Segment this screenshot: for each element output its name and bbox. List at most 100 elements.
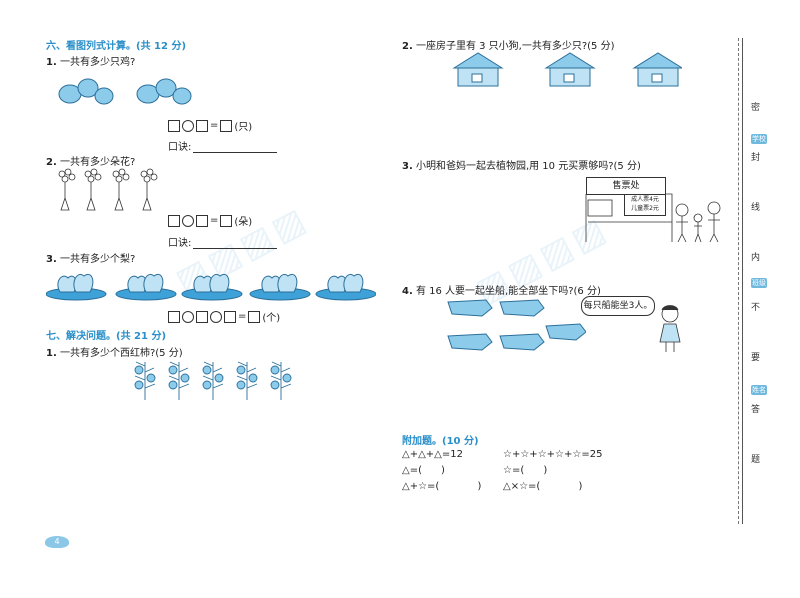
flowers-illustration <box>58 168 158 211</box>
adult-ticket-price: 成人票4元 <box>631 196 659 203</box>
right-question-4-text: 有 16 人要一起坐船,能全部坐下吗?(6 分) <box>415 286 601 297</box>
answer-box[interactable] <box>248 310 261 323</box>
pear-plate-icon <box>115 274 177 301</box>
question-1-number: 1. <box>46 57 57 68</box>
operator-circle[interactable] <box>182 119 194 132</box>
pear-plate-icon <box>315 274 376 301</box>
child-ticket-price: 儿童票2元 <box>631 205 659 212</box>
seal-char: 答 <box>751 405 761 415</box>
question-3: 3. 一共有多少个梨? <box>46 250 135 265</box>
section-6-title: 六、看图列式计算。(共 12 分) <box>46 41 187 52</box>
answer-box[interactable] <box>224 310 236 323</box>
vase-flower-icon <box>58 168 76 211</box>
answer-box[interactable] <box>196 310 208 323</box>
q3-equation: = (个) <box>168 309 280 324</box>
seal-char: 线 <box>751 203 761 213</box>
answer-box[interactable] <box>196 214 208 227</box>
pear-plate-icon <box>249 274 311 301</box>
page-number: 4 <box>45 536 69 548</box>
chicken-icon <box>155 78 177 98</box>
chicken-group-2 <box>136 78 192 105</box>
boat-icon <box>447 333 493 351</box>
bonus-line-2a[interactable]: △=( ) <box>402 465 445 476</box>
boat-icon <box>545 323 586 341</box>
pears-illustration <box>46 274 376 301</box>
question-2-text: 一共有多少朵花? <box>59 157 136 168</box>
q3-unit: (个) <box>262 313 281 324</box>
house-icon <box>452 52 504 87</box>
tomato-plants-illustration <box>134 361 292 400</box>
koujue-line[interactable] <box>193 238 278 249</box>
seal-char: 要 <box>751 353 761 363</box>
seal-char: 密 <box>751 103 761 113</box>
right-question-2-text: 一座房子里有 3 只小狗,一共有多少只?(5 分) <box>415 41 615 52</box>
right-question-3-number: 3. <box>402 161 413 172</box>
speech-bubble: 每只船能坐3人。 <box>581 296 655 316</box>
chicken-icon <box>94 87 114 105</box>
answer-box[interactable] <box>168 119 180 132</box>
answer-box[interactable] <box>220 119 233 132</box>
right-question-4-number: 4. <box>402 286 413 297</box>
chicken-group-1 <box>58 78 114 105</box>
boat-icon <box>499 299 545 317</box>
question-2-number: 2. <box>46 157 57 168</box>
equals-sign: = <box>210 215 219 226</box>
ticket-office-sign: 售票处 <box>586 177 666 195</box>
tomato-plant-icon <box>270 361 292 400</box>
answer-box[interactable] <box>168 310 180 323</box>
pear-plate-icon <box>181 274 243 301</box>
right-question-3: 3. 小明和爸妈一起去植物园,用 10 元买票够吗?(5 分) <box>402 157 641 172</box>
s7-question-1-number: 1. <box>46 348 57 359</box>
bonus-line-2b[interactable]: ☆=( ) <box>503 465 548 476</box>
seal-label-school: 学校 <box>751 134 767 144</box>
tomato-plant-icon <box>168 361 190 400</box>
boat-icon <box>499 333 545 351</box>
right-question-3-text: 小明和爸妈一起去植物园,用 10 元买票够吗?(5 分) <box>415 161 641 172</box>
girl-figure-icon <box>659 305 681 352</box>
boats-illustration <box>447 299 586 351</box>
seal-char: 不 <box>751 303 761 313</box>
tomato-plant-icon <box>236 361 258 400</box>
question-1-text: 一共有多少只鸡? <box>59 57 136 68</box>
family-figures-icon <box>675 201 721 243</box>
q1-koujue: 口诀: <box>168 138 278 153</box>
vase-flower-icon <box>84 168 102 211</box>
bonus-line-1b: ☆+☆+☆+☆+☆=25 <box>503 449 603 460</box>
answer-box[interactable] <box>220 214 233 227</box>
right-question-2-number: 2. <box>402 41 413 52</box>
operator-circle[interactable] <box>182 214 194 227</box>
seal-char: 题 <box>751 455 761 465</box>
pear-plate-icon <box>46 274 107 301</box>
question-1: 1. 一共有多少只鸡? <box>46 53 135 68</box>
s7-question-1-text: 一共有多少个西红柿?(5 分) <box>59 348 183 359</box>
answer-box[interactable] <box>196 119 208 132</box>
bonus-title: 附加题。(10 分) <box>402 436 479 447</box>
koujue-label: 口诀: <box>168 142 192 153</box>
seal-line <box>742 38 743 524</box>
section-7-question-1: 1. 一共有多少个西红柿?(5 分) <box>46 344 183 359</box>
koujue-line[interactable] <box>193 142 278 153</box>
boat-icon <box>447 299 493 317</box>
question-3-number: 3. <box>46 254 57 265</box>
right-question-4: 4. 有 16 人要一起坐船,能全部坐下吗?(6 分) <box>402 282 601 297</box>
question-2: 2. 一共有多少朵花? <box>46 153 135 168</box>
tomato-plant-icon <box>202 361 224 400</box>
seal-char: 内 <box>751 253 761 263</box>
operator-circle[interactable] <box>210 310 222 323</box>
q2-koujue: 口诀: <box>168 234 278 249</box>
seal-dashed-line <box>738 38 739 524</box>
koujue-label: 口诀: <box>168 238 192 249</box>
vase-flower-icon <box>112 168 130 211</box>
question-3-text: 一共有多少个梨? <box>59 254 136 265</box>
operator-circle[interactable] <box>182 310 194 323</box>
chicken-icon <box>172 87 192 105</box>
bonus-line-3a[interactable]: △+☆=( ) <box>402 481 482 492</box>
section-7-title: 七、解决问题。(共 21 分) <box>46 331 167 342</box>
answer-box[interactable] <box>168 214 180 227</box>
equals-sign: = <box>238 311 247 322</box>
bonus-line-3b[interactable]: △×☆=( ) <box>503 481 583 492</box>
bonus-line-1a: △+△+△=12 <box>402 449 463 460</box>
vase-flower-icon <box>140 168 158 211</box>
q2-unit: (朵) <box>234 217 253 228</box>
chicken-icon <box>77 78 99 98</box>
